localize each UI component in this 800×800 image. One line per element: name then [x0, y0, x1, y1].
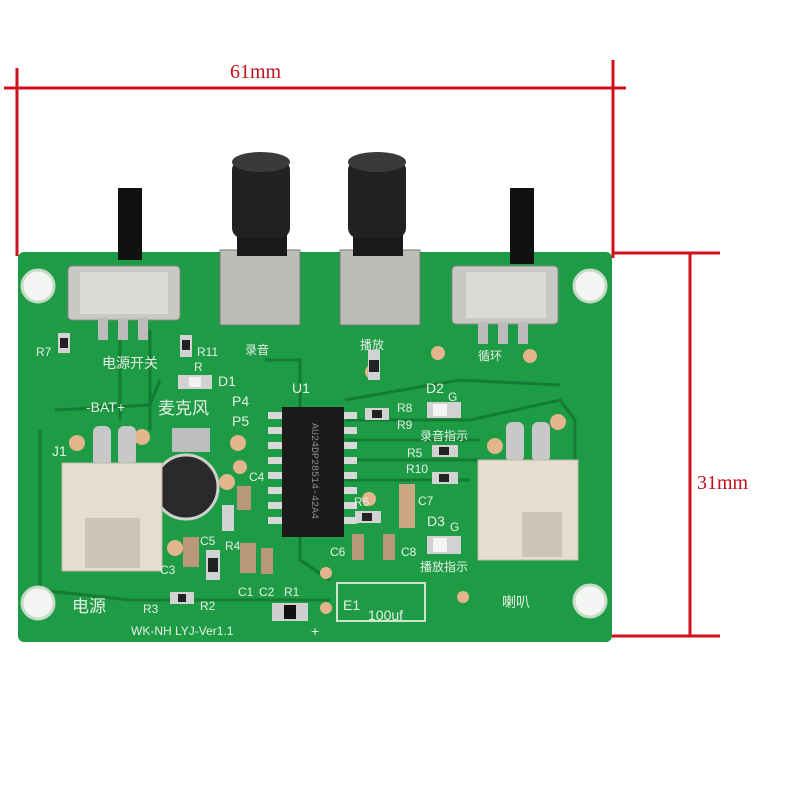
label-r2: R2 — [200, 599, 216, 613]
label-p5: P5 — [232, 413, 250, 429]
label-speaker: 喇叭 — [502, 594, 530, 610]
label-r6: R6 — [354, 495, 370, 509]
speaker-connector[interactable] — [477, 422, 579, 561]
label-play: 播放 — [360, 338, 385, 352]
label-loop: 循环 — [478, 349, 503, 363]
label-power: 电源 — [72, 597, 106, 616]
dimension-lines — [4, 60, 720, 638]
record-button[interactable] — [219, 152, 301, 326]
label-d1: D1 — [218, 373, 236, 389]
label-d3: D3 — [427, 513, 445, 529]
e1-capacitor-outline — [336, 582, 426, 622]
label-c7: C7 — [418, 494, 434, 508]
label-r3: R3 — [143, 602, 159, 616]
label-g2: G — [450, 520, 460, 534]
label-r7: R7 — [36, 345, 52, 359]
label-c4: C4 — [249, 470, 265, 484]
label-record-indicator: 录音指示 — [420, 429, 469, 443]
label-c2: C2 — [259, 585, 275, 599]
chip-marking: AU24DP28514-42A4 — [308, 422, 319, 519]
label-r1: R1 — [284, 585, 300, 599]
label-c5: C5 — [200, 534, 216, 548]
label-p4: P4 — [232, 393, 250, 409]
label-plus: + — [311, 623, 320, 639]
loop-switch[interactable] — [451, 188, 559, 344]
label-e1: E1 — [343, 597, 361, 613]
label-power-switch: 电源开关 — [102, 355, 158, 371]
label-c8: C8 — [401, 545, 417, 559]
label-r10: R10 — [406, 462, 429, 476]
label-cap-value: 100uf — [368, 607, 404, 623]
label-c1: C1 — [238, 585, 254, 599]
label-r4: R4 — [225, 539, 241, 553]
label-d2: D2 — [426, 380, 444, 396]
label-r5: R5 — [407, 446, 423, 460]
height-dimension-label: 31mm — [697, 472, 749, 494]
label-mic: 麦克风 — [158, 399, 209, 418]
label-version: WK-NH LYJ-Ver1.1 — [131, 624, 234, 638]
label-play-indicator: 播放指示 — [420, 560, 469, 574]
label-g1: G — [448, 390, 458, 404]
label-bat: -BAT+ — [86, 399, 126, 415]
label-c6: C6 — [330, 545, 346, 559]
power-switch[interactable] — [67, 188, 181, 340]
label-r11: R11 — [197, 345, 219, 359]
label-u1: U1 — [292, 380, 310, 396]
ic-chip-u1 — [268, 407, 357, 537]
copper-pads — [69, 346, 566, 614]
label-r9: R9 — [397, 418, 413, 432]
label-j1: J1 — [52, 443, 67, 459]
width-dimension-label: 61mm — [230, 61, 282, 83]
mounting-holes — [20, 268, 608, 621]
smd-components — [58, 333, 461, 621]
battery-connector-j1[interactable] — [61, 426, 163, 572]
label-r: R — [194, 360, 203, 374]
play-button[interactable] — [339, 152, 421, 326]
label-c3: C3 — [160, 563, 176, 577]
label-r8: R8 — [397, 401, 413, 415]
label-record: 录音 — [245, 343, 270, 357]
